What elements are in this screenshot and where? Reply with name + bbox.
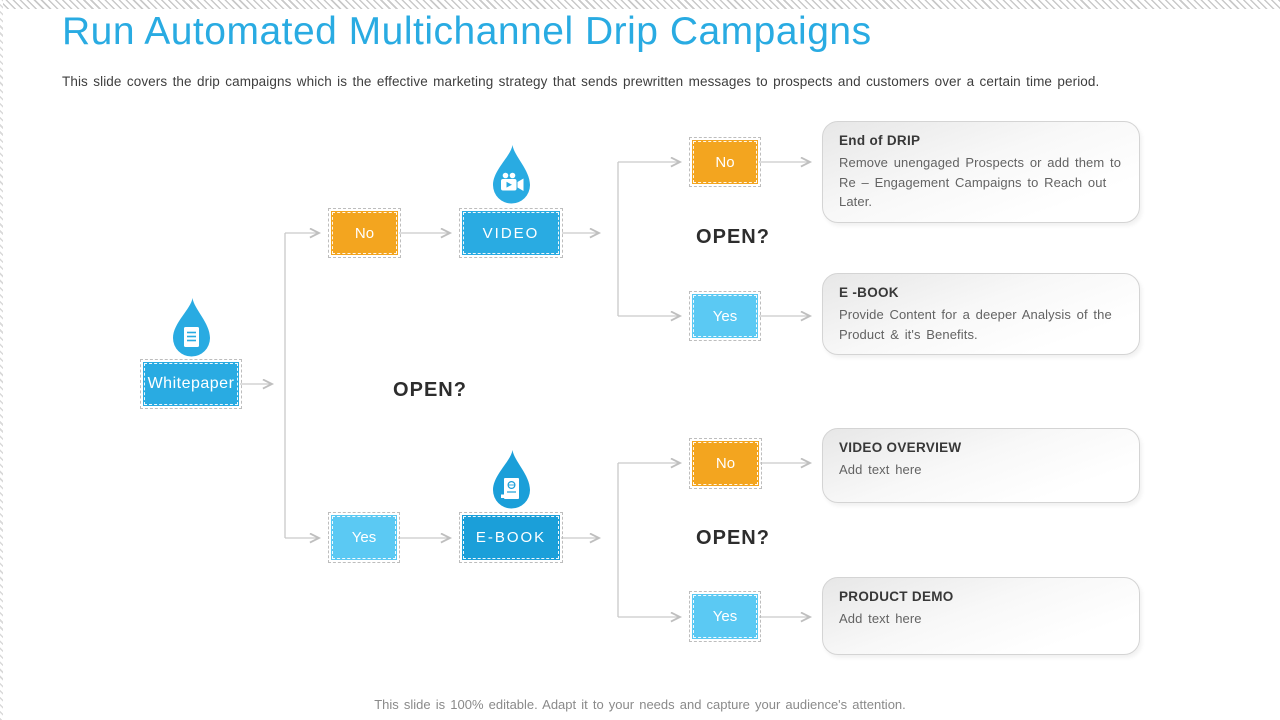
node-ebook: E-BOOK: [459, 512, 563, 563]
outcome-decision-no-video: No: [689, 137, 761, 187]
outcome-decision-no-ebook-label: No: [715, 455, 736, 472]
left-stripe-border: [0, 0, 3, 720]
outcome-decision-yes-ebook-label: Yes: [712, 608, 738, 625]
card-end-of-drip-title: End of DRIP: [839, 133, 921, 148]
outcome-decision-no-video-label: No: [715, 153, 735, 171]
slide-description: This slide covers the drip campaigns whi…: [62, 74, 1100, 89]
card-video-overview: VIDEO OVERVIEW Add text here: [822, 428, 1140, 503]
node-whitepaper-label: Whitepaper: [147, 375, 235, 392]
decision-yes-bottom: Yes: [328, 512, 400, 563]
card-product-demo-body: Add text here: [839, 611, 922, 626]
decision-yes-bottom-label: Yes: [351, 529, 377, 546]
outcome-decision-yes-video-label: Yes: [712, 307, 738, 325]
open-question-middle: OPEN?: [393, 379, 467, 401]
page-title: Run Automated Multichannel Drip Campaign…: [62, 10, 872, 53]
card-end-of-drip-body: Remove unengaged Prospects or add them t…: [839, 155, 1122, 209]
card-video-overview-body: Add text here: [839, 462, 922, 477]
node-video-label: VIDEO: [482, 224, 540, 242]
card-ebook-body: Provide Content for a deeper Analysis of…: [839, 307, 1112, 342]
node-ebook-label: E-BOOK: [475, 529, 547, 546]
open-question-top: OPEN?: [696, 226, 770, 248]
card-product-demo-title: PRODUCT DEMO: [839, 589, 954, 604]
card-video-overview-title: VIDEO OVERVIEW: [839, 440, 962, 455]
node-whitepaper: Whitepaper: [140, 359, 242, 409]
whitepaper-droplet-icon: [173, 298, 210, 357]
node-video: VIDEO: [459, 208, 563, 258]
open-question-bottom: OPEN?: [696, 527, 770, 549]
footer-note: This slide is 100% editable. Adapt it to…: [374, 697, 906, 712]
card-product-demo: PRODUCT DEMO Add text here: [822, 577, 1140, 655]
outcome-decision-yes-video: Yes: [689, 291, 761, 341]
decision-no-top-label: No: [354, 224, 375, 242]
ebook-droplet-icon: [493, 450, 530, 509]
card-ebook-title: E -BOOK: [839, 285, 899, 300]
outcome-decision-yes-ebook: Yes: [689, 591, 761, 642]
video-droplet-icon: [493, 145, 530, 204]
card-end-of-drip: End of DRIP Remove unengaged Prospects o…: [822, 121, 1140, 223]
card-ebook: E -BOOK Provide Content for a deeper Ana…: [822, 273, 1140, 355]
outcome-decision-no-ebook: No: [689, 438, 762, 489]
decision-no-top: No: [328, 208, 401, 258]
top-stripe-border: [0, 0, 1280, 9]
